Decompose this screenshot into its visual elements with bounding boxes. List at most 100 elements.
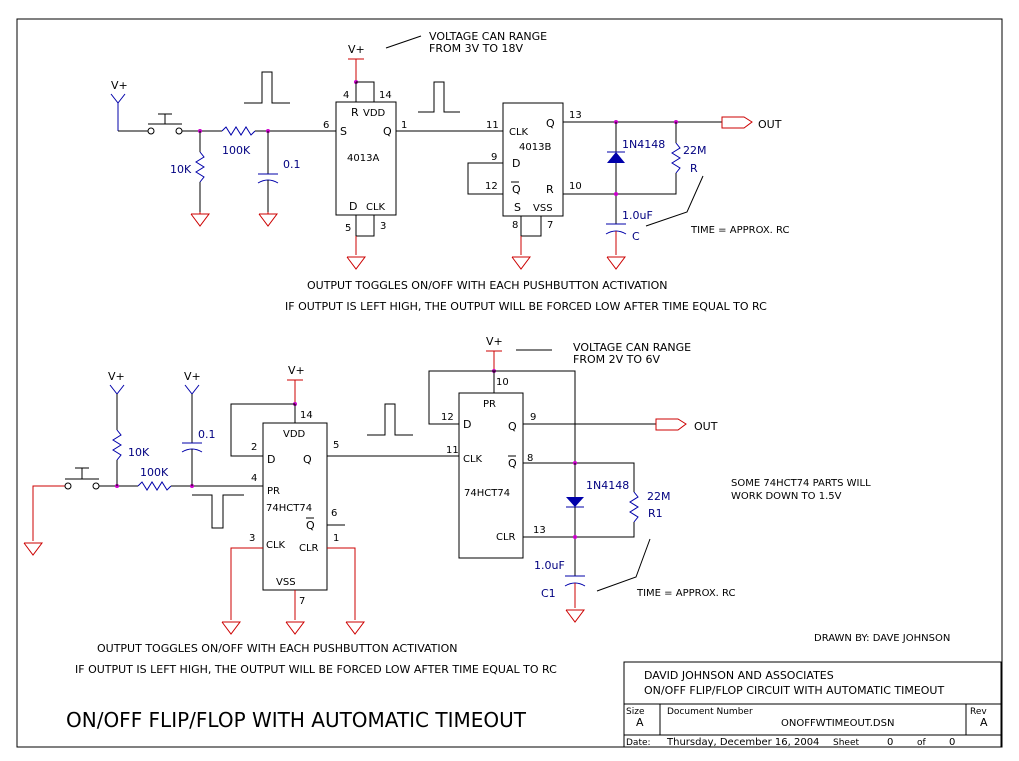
pin-label: R [351, 106, 359, 119]
pin-label: Q [383, 125, 392, 138]
top-time-leader [645, 175, 704, 227]
bottom-pulse-glyph-1 [192, 494, 244, 529]
top-range-note-1: VOLTAGE CAN RANGE [429, 30, 547, 43]
pin-number: 12 [441, 412, 454, 423]
pin-number: 9 [491, 152, 497, 163]
bottom-resistor-100k: 100K [137, 466, 172, 491]
pin-number: 7 [299, 596, 305, 607]
bottom-range-note-2: FROM 2V TO 6V [573, 353, 661, 366]
pin-label: VDD [363, 108, 386, 119]
top-time-note: TIME = APPROX. RC [690, 225, 789, 236]
top-capacitor-1uf: 1.0uF C [605, 209, 653, 255]
top-output-port: OUT [721, 116, 782, 131]
pin-label: Q [306, 519, 315, 532]
title-block-docnum-label: Document Number [667, 707, 753, 717]
pin-label: VSS [533, 203, 553, 214]
vplus-label: V+ [108, 370, 125, 383]
pin-number: 2 [251, 442, 257, 453]
ground-symbol [511, 256, 531, 270]
ground-symbol [23, 542, 43, 556]
main-title: ON/OFF FLIP/FLOP WITH AUTOMATIC TIMEOUT [66, 708, 527, 732]
pin-number: 5 [345, 223, 351, 234]
bottom-diode-1n4148: 1N4148 [566, 463, 629, 576]
top-diode-label: 1N4148 [622, 138, 665, 151]
top-r-series-label: 100K [222, 144, 251, 157]
top-capacitor-0.1: 0.1 [257, 131, 301, 212]
pin-label: Q [546, 117, 555, 130]
bottom-c-value: 1.0uF [534, 559, 565, 572]
top-description-1: OUTPUT TOGGLES ON/OFF WITH EACH PUSHBUTT… [307, 279, 668, 292]
bottom-vplus-3: V+ [230, 364, 305, 457]
bottom-parts-note-1: SOME 74HCT74 PARTS WILL [731, 478, 871, 489]
top-resistor-10k: 10K [170, 131, 205, 212]
pin-number: 6 [331, 508, 337, 519]
ic-name: 4013B [519, 142, 551, 153]
top-vplus-button-label: V+ [111, 79, 128, 92]
pin-number: 11 [486, 120, 499, 131]
drawn-by: DRAWN BY: DAVE JOHNSON [814, 633, 950, 644]
bottom-out-label: OUT [694, 420, 718, 433]
bottom-ic-74hct74-a: VDD D Q PR 74HCT74 Q CLK CLR VSS 14 2 5 … [249, 410, 339, 607]
top-c-name: C [632, 230, 640, 243]
pin-label: D [512, 157, 520, 170]
pin-number: 13 [569, 110, 582, 121]
top-resistor-100k: 100K [221, 126, 256, 157]
ic-name: 74HCT74 [266, 503, 312, 514]
pin-number: 4 [343, 90, 349, 101]
bottom-vplus-2: V+ 0.1 [181, 370, 216, 486]
top-pushbutton [147, 113, 183, 135]
pin-label: R [546, 183, 554, 196]
top-c-filter-label: 0.1 [283, 158, 301, 171]
pin-label: D [463, 418, 471, 431]
bottom-vplus-1: V+ 10K [108, 370, 150, 486]
ground-symbol [258, 213, 278, 227]
title-block-company: DAVID JOHNSON AND ASSOCIATES [644, 669, 834, 682]
pin-label: CLR [299, 543, 319, 554]
pin-number: 12 [485, 181, 498, 192]
bottom-pushbutton [64, 467, 100, 490]
bottom-r-name: R1 [648, 507, 663, 520]
ground-symbol [285, 621, 305, 635]
title-block-size-label: Size [626, 707, 645, 717]
bottom-time-note: TIME = APPROX. RC [636, 588, 735, 599]
ground-symbol [345, 621, 365, 635]
bottom-r-pullup-label: 10K [128, 446, 150, 459]
pin-label: CLK [266, 540, 286, 551]
pin-label: Q [508, 420, 517, 433]
pin-number: 1 [401, 120, 407, 131]
top-range-note-2: FROM 3V TO 18V [429, 42, 524, 55]
bottom-r-series-label: 100K [140, 466, 169, 479]
ground-symbol [606, 256, 626, 270]
sheet-border [16, 18, 1003, 748]
ground-symbol [346, 256, 366, 270]
top-vplus-button-symbol: V+ [110, 79, 128, 131]
vplus-label: V+ [288, 364, 305, 377]
bottom-parts-note-2: WORK DOWN TO 1.5V [731, 491, 842, 502]
pin-number: 10 [496, 377, 509, 388]
top-description-2: IF OUTPUT IS LEFT HIGH, THE OUTPUT WILL … [285, 300, 767, 313]
pin-label: CLK [366, 202, 386, 213]
title-block-size: A [636, 716, 644, 729]
pin-label: VSS [276, 577, 296, 588]
top-ic-4013b: CLK Q 4013B D Q R S VSS 11 13 9 12 10 8 … [485, 102, 582, 231]
top-vplus-supply: V+ VOLTAGE CAN RANGE FROM 3V TO 18V [348, 30, 547, 102]
bottom-capacitor-1uf: 1.0uF C1 [534, 559, 586, 608]
bottom-output-port: OUT [655, 418, 718, 433]
title-block-date: Thursday, December 16, 2004 [666, 737, 819, 748]
title-block-rev-label: Rev [970, 707, 987, 717]
bottom-c-name: C1 [541, 587, 556, 600]
pin-label: S [340, 125, 347, 138]
title-block-rev: A [980, 716, 988, 729]
ground-symbol [221, 621, 241, 635]
pin-number: 3 [380, 221, 386, 232]
pin-label: Q [512, 183, 521, 196]
title-block-sheet: 0 [887, 737, 893, 748]
top-out-label: OUT [758, 118, 782, 131]
pin-number: 6 [323, 120, 329, 131]
bottom-description-2: IF OUTPUT IS LEFT HIGH, THE OUTPUT WILL … [75, 663, 557, 676]
bottom-pulse-glyph-2 [367, 403, 413, 436]
bottom-vplus-4: V+ VOLTAGE CAN RANGE FROM 2V TO 6V [428, 335, 691, 463]
top-ic-4013a: R VDD S Q 4013A D CLK 4 14 6 1 5 3 [323, 90, 407, 234]
pin-number: 4 [251, 473, 257, 484]
